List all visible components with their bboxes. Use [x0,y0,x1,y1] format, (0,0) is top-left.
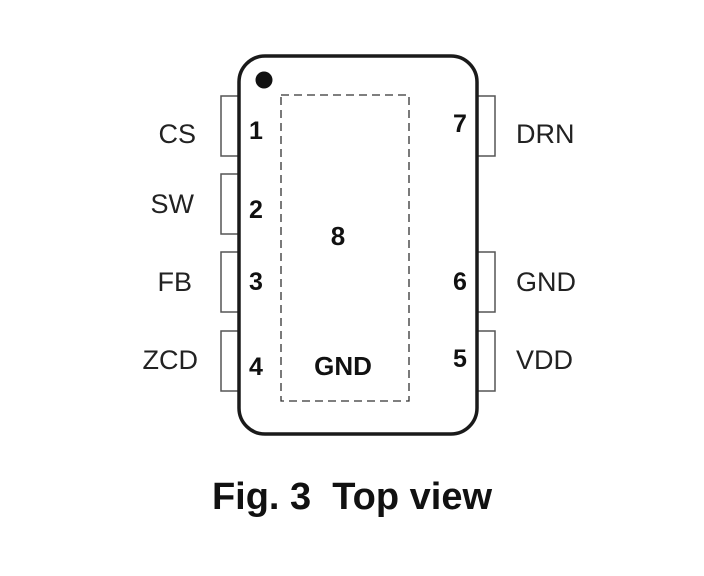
pin-6-lead [476,251,496,313]
pin-5-number: 5 [453,345,467,373]
pin-7-lead [476,95,496,157]
ic-package-diagram: 8 GND 1 2 3 4 7 6 5 CS SW FB ZCD DRN GND… [143,54,576,436]
pin-2-number: 2 [249,196,263,224]
figure-caption: Fig. 3 Top view [211,476,493,518]
exposed-pad-outline [280,94,410,402]
pin-4-label: ZCD [143,345,199,375]
pin-5-label: VDD [516,345,573,375]
pin-6-label: GND [516,267,576,297]
pin-4-number: 4 [249,353,263,381]
pin-1-label: CS [158,119,196,149]
exposed-pad-label: GND [314,351,372,381]
pin-3-lead [220,251,240,313]
pin-2-label: SW [151,189,195,219]
pin-1-number: 1 [249,117,263,145]
pin1-marker-dot [255,71,273,89]
pin-3-label: FB [157,267,192,297]
pin-5-lead [476,330,496,392]
exposed-pad-number: 8 [331,221,345,251]
package-body [237,54,479,436]
pin-4-lead [220,330,240,392]
pin-7-number: 7 [453,110,467,138]
pin-3-number: 3 [249,268,263,296]
pin-6-number: 6 [453,268,467,296]
pin-2-lead [220,173,240,235]
pin-1-lead [220,95,240,157]
pin-7-label: DRN [516,119,575,149]
